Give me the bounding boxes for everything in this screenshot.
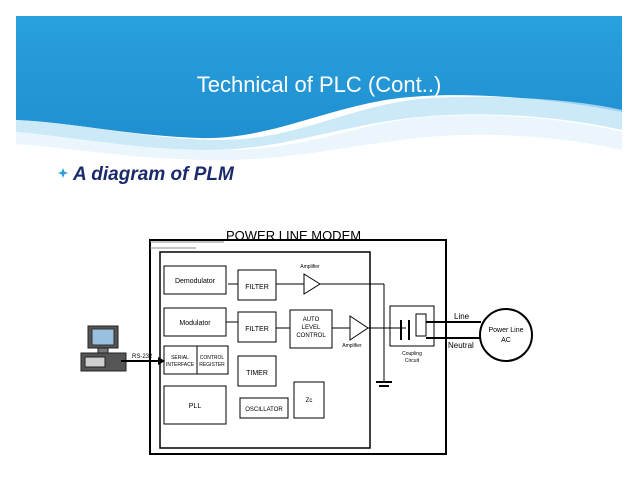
- bullet-icon: [58, 168, 68, 178]
- label-neutral: Neutral: [448, 341, 474, 350]
- block-timer: TIMER: [246, 370, 268, 377]
- block-filter-mid: FILTER: [245, 326, 269, 333]
- header-wave-white: [16, 115, 622, 160]
- header-band: [16, 16, 622, 139]
- diagram-labels: POWER LINE MODEM Demodulator Modulator S…: [132, 228, 524, 413]
- header-wave-light: [16, 96, 622, 150]
- block-alc-3: CONTROL: [296, 333, 326, 339]
- subtitle: A diagram of PLM: [73, 164, 234, 185]
- label-line: Line: [454, 312, 470, 321]
- block-alc-1: AUTO: [303, 317, 320, 323]
- page-title: Technical of PLC (Cont..): [196, 72, 442, 97]
- label-coupling-1: Coupling: [402, 351, 422, 357]
- block-serial-1: SERIAL: [171, 355, 189, 361]
- block-pll: PLL: [189, 403, 202, 410]
- block-filter-top: FILTER: [245, 284, 269, 291]
- block-demodulator: Demodulator: [175, 278, 216, 285]
- block-oscillator: OSCILLATOR: [245, 407, 283, 413]
- diagram-title: POWER LINE MODEM: [226, 228, 361, 243]
- label-coupling-2: Circuit: [405, 358, 420, 364]
- block-control-1: CONTROL: [200, 355, 225, 361]
- block-modulator: Modulator: [179, 320, 211, 327]
- label-amplifier-mid: Amplifier: [342, 343, 362, 349]
- plm-diagram: POWER LINE MODEM Demodulator Modulator S…: [80, 228, 533, 455]
- block-alc-2: LEVEL: [302, 325, 321, 331]
- block-serial-2: INTERFACE: [166, 362, 195, 368]
- label-amplifier-top: Amplifier: [300, 264, 320, 270]
- label-rs232: RS-232: [132, 354, 153, 360]
- label-ac-2: AC: [501, 337, 511, 344]
- diagram-graphic: [80, 239, 533, 455]
- block-control-2: REGISTER: [199, 362, 225, 368]
- block-zc: Zc: [306, 398, 313, 404]
- computer-icon: [80, 325, 127, 372]
- label-ac-1: Power Line: [488, 327, 523, 334]
